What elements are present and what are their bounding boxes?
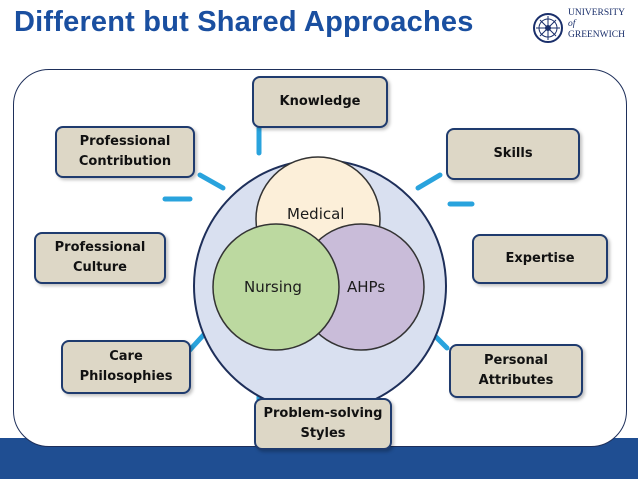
header: Different but Shared Approaches UNIVERSI… [0,0,638,58]
nursing-circle [212,223,340,351]
connector-skills [415,172,443,191]
logo-line-3: GREENWICH [568,30,625,40]
knowledge-box: Knowledge [252,76,388,128]
ahps-label: AHPs [347,278,386,296]
knowledge-label: Knowledge [279,94,361,109]
professional-culture-label: Professional Culture [54,240,146,275]
professional-contribution-label: Professional Contribution [78,134,172,169]
skills-box: Skills [446,128,580,180]
care-philosophies-box: Care Philosophies [61,340,191,394]
personal-attributes-box: Personal Attributes [449,344,583,398]
logo-line-1: UNIVERSITY [568,8,625,18]
problem-solving-styles-label: Problem-solving Styles [263,406,383,441]
nursing-label: Nursing [244,278,302,296]
connector-professional-contribution [197,172,226,191]
professional-contribution-box: Professional Contribution [55,126,195,178]
care-philosophies-label: Care Philosophies [79,349,173,384]
logo-line-2: of [568,19,576,29]
skills-label: Skills [493,146,533,161]
logo-wordmark: UNIVERSITY of GREENWICH [568,8,625,41]
university-logo: UNIVERSITY of GREENWICH [532,8,632,50]
professional-culture-box: Professional Culture [34,232,166,284]
expertise-box: Expertise [472,234,608,284]
personal-attributes-label: Personal Attributes [478,353,554,388]
slide-title: Different but Shared Approaches [14,6,474,38]
crest-icon [533,13,563,43]
expertise-label: Expertise [505,251,575,266]
medical-label: Medical [287,205,345,223]
problem-solving-styles-box: Problem-solving Styles [254,398,392,450]
